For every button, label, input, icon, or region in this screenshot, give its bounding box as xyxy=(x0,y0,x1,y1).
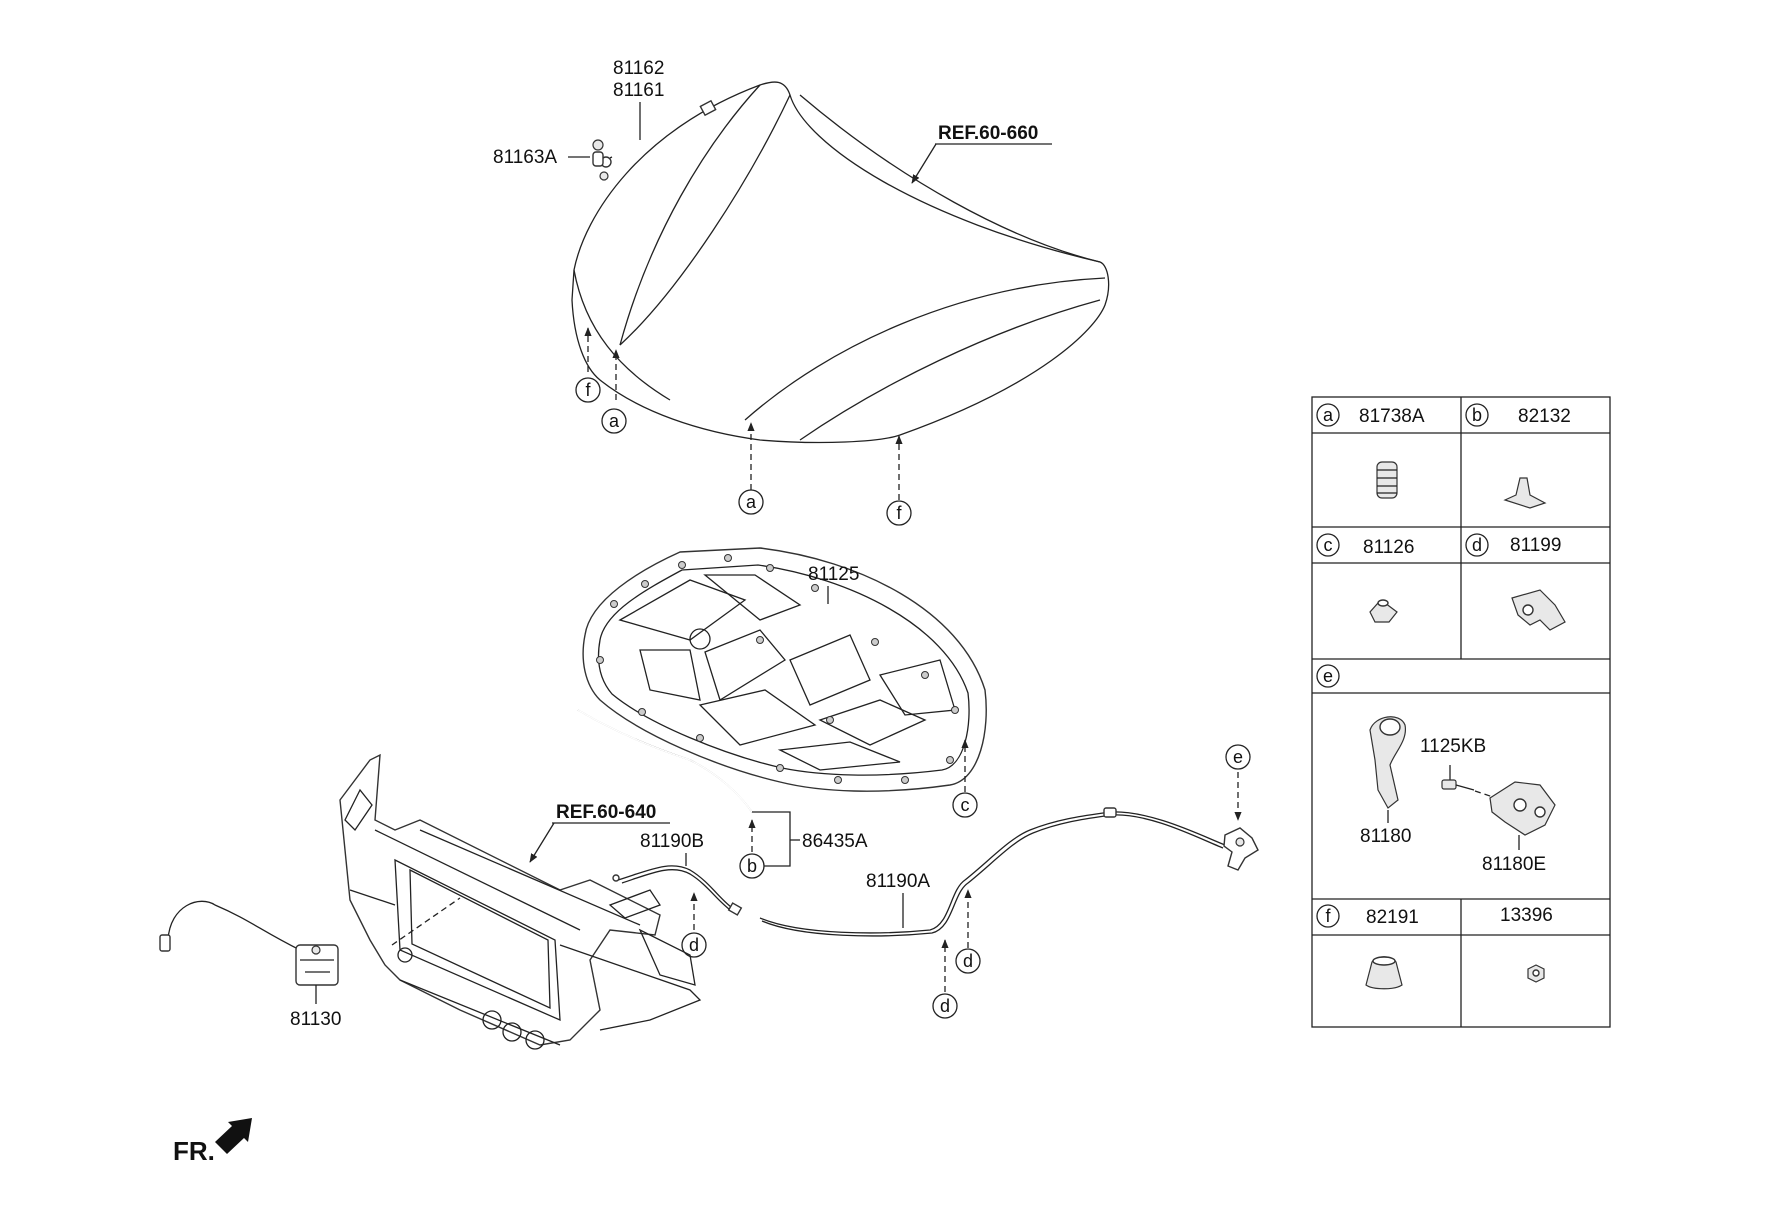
legend-callout-b: b xyxy=(1465,403,1489,427)
label-81190b: 81190B xyxy=(640,831,704,852)
legend-part-d: 81199 xyxy=(1510,535,1561,556)
label-81163a: 81163A xyxy=(493,147,557,168)
label-81161: 81161 xyxy=(613,80,664,101)
legend-part-f: 82191 xyxy=(1366,907,1419,928)
handle-bracket-icon xyxy=(1489,781,1556,836)
release-cable-81190b xyxy=(612,865,743,916)
hood-insulator xyxy=(582,547,987,792)
legend-callout-e: e xyxy=(1316,664,1340,688)
cable-clamp-icon xyxy=(1511,589,1566,631)
front-direction-arrow xyxy=(215,1118,252,1154)
svg-text:f: f xyxy=(1325,906,1331,926)
release-cable-81190a xyxy=(759,807,1226,937)
callout-d-3: d xyxy=(932,993,958,1019)
callout-d-1: d xyxy=(681,932,707,958)
svg-text:a: a xyxy=(746,492,757,512)
callout-e-1: e xyxy=(1225,744,1251,770)
svg-text:c: c xyxy=(961,795,970,815)
svg-text:f: f xyxy=(896,503,902,523)
ref-hood-label: REF.60-660 xyxy=(938,123,1038,144)
svg-text:f: f xyxy=(585,380,591,400)
legend-callout-f: f xyxy=(1316,904,1340,928)
svg-text:a: a xyxy=(609,411,620,431)
label-86435a: 86435A xyxy=(802,831,868,852)
legend-part-b: 82132 xyxy=(1518,406,1571,427)
svg-text:d: d xyxy=(689,935,699,955)
legend-part-e3: 81180E xyxy=(1482,854,1546,875)
callout-a-1: a xyxy=(601,408,627,434)
legend-part-c: 81126 xyxy=(1363,537,1414,558)
rubber-bumper-icon xyxy=(1365,956,1403,990)
callout-f-1: f xyxy=(575,377,601,403)
svg-text:d: d xyxy=(1472,535,1482,555)
front-end-carrier xyxy=(339,753,702,1050)
legend-callout-c: c xyxy=(1316,533,1340,557)
release-handle-assembly xyxy=(1223,827,1259,871)
svg-text:b: b xyxy=(747,856,757,876)
label-81130: 81130 xyxy=(290,1009,341,1030)
label-81125: 81125 xyxy=(808,564,859,585)
hood-panel xyxy=(571,81,1110,444)
svg-text:b: b xyxy=(1472,405,1482,425)
callout-b-1: b xyxy=(739,853,765,879)
label-81162: 81162 xyxy=(613,58,664,79)
nut-icon xyxy=(1527,964,1545,983)
hood-weatherstrip xyxy=(577,709,753,813)
legend-callout-d: d xyxy=(1465,533,1489,557)
ref-carrier-label: REF.60-640 xyxy=(556,802,656,823)
bolt-icon xyxy=(1441,779,1475,791)
legend-part-g: 13396 xyxy=(1500,905,1553,926)
svg-text:c: c xyxy=(1324,535,1333,555)
front-direction-label: FR. xyxy=(173,1136,215,1166)
legend-part-e1: 1125KB xyxy=(1420,736,1486,757)
legend-callout-a: a xyxy=(1316,403,1340,427)
parts-legend-table xyxy=(1311,396,1611,1028)
svg-text:a: a xyxy=(1323,405,1334,425)
svg-text:d: d xyxy=(940,996,950,1016)
callout-f-2: f xyxy=(886,500,912,526)
label-81190a: 81190A xyxy=(866,871,930,892)
release-lever-icon xyxy=(1369,716,1407,809)
callout-a-2: a xyxy=(738,489,764,515)
callout-d-2: d xyxy=(955,948,981,974)
legend-part-a: 81738A xyxy=(1359,406,1425,427)
callout-c-1: c xyxy=(952,792,978,818)
svg-text:e: e xyxy=(1233,747,1243,767)
legend-part-e2: 81180 xyxy=(1360,826,1411,847)
grommet-icon xyxy=(1503,477,1547,509)
hood-lift-strut xyxy=(600,99,717,168)
bumper-stop-icon xyxy=(1376,461,1398,499)
hood-latch-81130 xyxy=(159,900,339,986)
strut-bracket-81163a xyxy=(568,139,609,181)
svg-text:d: d xyxy=(963,951,973,971)
svg-text:e: e xyxy=(1323,666,1333,686)
clip-icon xyxy=(1369,599,1398,623)
